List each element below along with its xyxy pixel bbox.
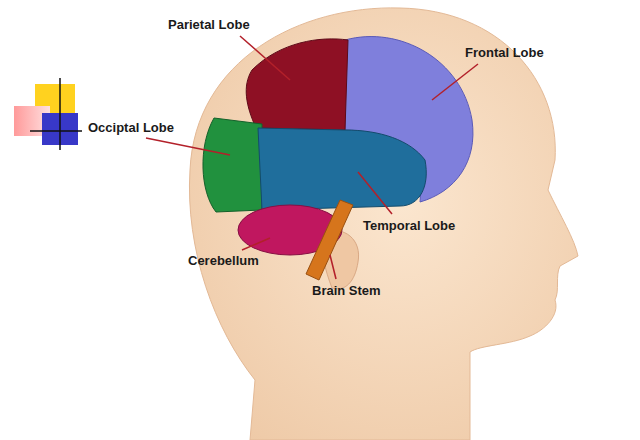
parietal-lobe (246, 39, 348, 130)
leader-lines (146, 36, 478, 279)
temporal-lobe (258, 128, 426, 210)
occipital-lobe (203, 118, 262, 212)
leader-line (242, 238, 270, 250)
leader-line (146, 138, 230, 155)
leader-line (240, 36, 290, 80)
leader-line (432, 64, 478, 100)
part-label: Frontal Lobe (465, 45, 544, 60)
part-label: Parietal Lobe (168, 17, 250, 32)
part-label: Brain Stem (312, 283, 381, 298)
part-label: Temporal Lobe (363, 218, 455, 233)
leader-line (330, 255, 336, 279)
head-outline (189, 8, 578, 440)
leader-line (358, 172, 392, 214)
corner-icon (14, 78, 82, 150)
part-label: Occiptal Lobe (88, 120, 174, 135)
brain-stem (306, 200, 353, 280)
part-label: Cerebellum (188, 253, 259, 268)
